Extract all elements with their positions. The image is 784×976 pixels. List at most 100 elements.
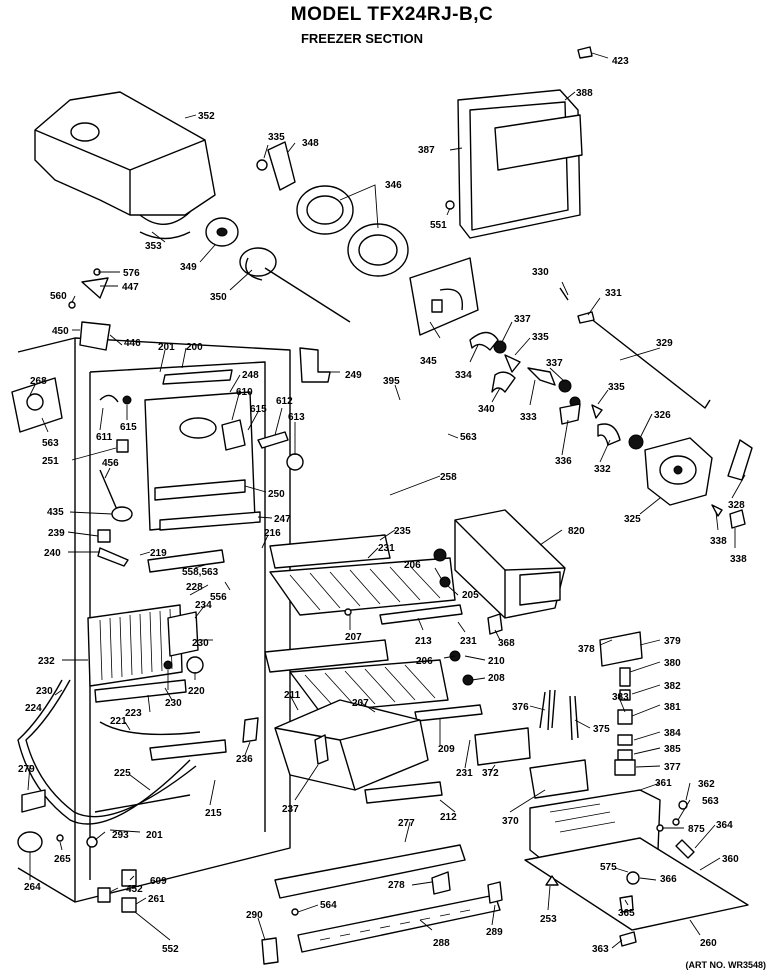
part-377 (614, 759, 636, 776)
rail-219 (147, 549, 225, 573)
screw-563c (672, 818, 680, 826)
part-380 (619, 667, 631, 687)
callout-379: 379 (664, 636, 681, 647)
wires-376 (539, 689, 556, 731)
callout-609: 609 (150, 876, 167, 887)
fan-blade-346 (296, 185, 409, 277)
callout-383: 383 (612, 692, 629, 703)
callout-612: 612 (276, 396, 293, 407)
callout-219: 219 (150, 548, 167, 559)
bracket-234 (167, 611, 199, 657)
callout-237: 237 (282, 804, 299, 815)
callout-362: 362 (698, 779, 715, 790)
grille-277 (274, 844, 466, 899)
callout-331: 331 (605, 288, 622, 299)
drain-225 (94, 794, 191, 813)
part-609 (121, 869, 137, 887)
ice-bucket-211 (274, 699, 429, 791)
callout-337-b: 337 (546, 358, 563, 369)
callout-456: 456 (102, 458, 119, 469)
callout-208: 208 (488, 673, 505, 684)
part-236 (242, 717, 259, 743)
callout-288: 288 (433, 938, 450, 949)
callout-563: 563 (460, 432, 477, 443)
part-253 (545, 875, 559, 886)
clip-338b (729, 509, 746, 529)
callout-211: 211 (284, 690, 301, 701)
callout-248: 248 (242, 370, 259, 381)
callout-330: 330 (532, 267, 549, 278)
callout-289: 289 (486, 927, 503, 938)
art-number: (ART NO. WR3548) (685, 960, 766, 970)
callout-212: 212 (440, 812, 457, 823)
part-230a (163, 660, 173, 670)
callout-611: 611 (96, 432, 113, 443)
callout-387: 387 (418, 145, 435, 156)
callout-216: 216 (264, 528, 281, 539)
part-289 (487, 881, 503, 904)
part-363 (619, 931, 637, 947)
tube-224 (17, 679, 191, 825)
arm-334 (469, 331, 499, 351)
callout-563-c: 563 (702, 796, 719, 807)
icemaker-820 (454, 509, 566, 619)
callout-230-b: 230 (36, 686, 53, 697)
part-265 (56, 834, 64, 842)
wires-375 (569, 695, 579, 741)
callout-610: 610 (236, 387, 253, 398)
rail-250 (154, 479, 246, 501)
callout-385: 385 (664, 744, 681, 755)
part-384 (617, 734, 633, 746)
callout-206-b: 206 (416, 656, 433, 667)
callout-268: 268 (30, 376, 47, 387)
callout-220: 220 (188, 686, 205, 697)
bracket-368 (487, 613, 503, 635)
auger-motor-325 (644, 437, 713, 506)
callout-236: 236 (236, 754, 253, 765)
clip-335c (591, 404, 603, 419)
callout-381: 381 (664, 702, 681, 713)
callout-230: 230 (192, 638, 209, 649)
bracket-447 (81, 277, 109, 299)
callout-329: 329 (656, 338, 673, 349)
part-364 (675, 839, 695, 859)
callout-380: 380 (664, 658, 681, 669)
callout-240: 240 (44, 548, 61, 559)
heater-221 (99, 721, 201, 736)
callout-340: 340 (478, 404, 495, 415)
lever-340 (491, 371, 516, 393)
bearing-337a (493, 340, 507, 354)
clip-206a (439, 576, 451, 588)
callout-346: 346 (385, 180, 402, 191)
callout-613: 613 (288, 412, 305, 423)
callout-235: 235 (394, 526, 411, 537)
callout-228: 228 (186, 582, 203, 593)
rail-225a (149, 739, 227, 761)
part-290 (261, 937, 279, 965)
callout-293: 293 (112, 830, 129, 841)
callout-215: 215 (205, 808, 222, 819)
part-365 (619, 895, 634, 913)
part-381 (617, 709, 633, 725)
callout-452: 452 (126, 884, 143, 895)
callout-221: 221 (110, 716, 127, 727)
callout-231-b: 231 (460, 636, 477, 647)
grille-288 (297, 894, 501, 953)
rail-209 (414, 704, 483, 722)
damper-housing-345 (409, 257, 479, 336)
callout-224: 224 (25, 703, 42, 714)
heater-435 (111, 506, 133, 522)
callout-352: 352 (198, 111, 215, 122)
callout-364: 364 (716, 820, 733, 831)
relay-370 (529, 759, 589, 799)
callout-231: 231 (378, 543, 395, 554)
callout-435: 435 (47, 507, 64, 518)
callout-560: 560 (50, 291, 67, 302)
callout-209: 209 (438, 744, 455, 755)
bearing-326 (628, 434, 644, 450)
callout-337: 337 (514, 314, 531, 325)
fan-motor-349 (205, 217, 239, 247)
callout-615: 615 (250, 404, 267, 415)
callout-labels: 423 352 388 387 335 348 346 551 353 349 … (18, 56, 747, 955)
